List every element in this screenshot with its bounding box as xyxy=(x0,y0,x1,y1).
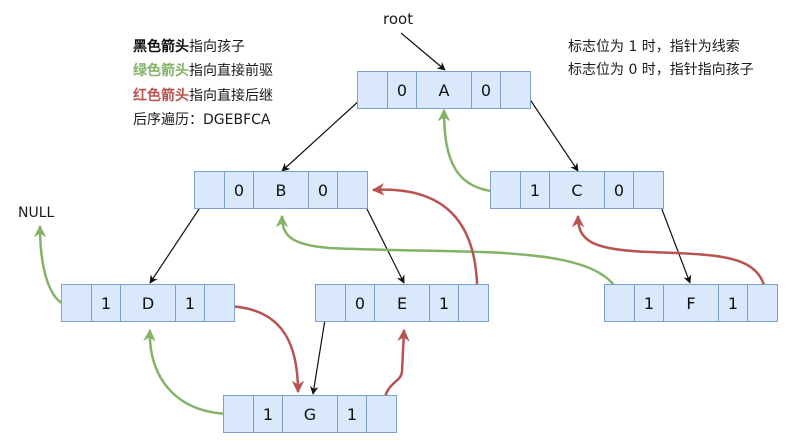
data-cell: F xyxy=(663,284,719,322)
node-E[interactable]: 0 E 1 xyxy=(315,284,489,322)
lchild-cell xyxy=(315,284,346,322)
thread-G-pred-D xyxy=(143,328,234,416)
legend-black: 黑色箭头指向孩子 xyxy=(133,38,245,56)
ltag-cell: 0 xyxy=(386,71,418,109)
root-label: root xyxy=(383,10,414,28)
node-F[interactable]: 1 F 1 xyxy=(604,284,778,322)
lchild-cell xyxy=(194,171,225,209)
postorder-text: 后序遍历：DGEBFCA xyxy=(133,112,271,128)
legend-green-key: 绿色箭头 xyxy=(133,63,189,79)
legend-red-desc: 指向直接后继 xyxy=(189,88,273,104)
rtag-cell: 0 xyxy=(307,171,339,209)
rtag-cell: 1 xyxy=(428,284,460,322)
ltag-cell: 0 xyxy=(344,284,376,322)
node-D[interactable]: 1 D 1 xyxy=(61,284,235,322)
ltag-cell: 1 xyxy=(633,284,665,322)
ltag-cell: 1 xyxy=(90,284,122,322)
lchild-cell xyxy=(357,71,388,109)
rchild-cell xyxy=(204,284,235,322)
node-C[interactable]: 1 C 0 xyxy=(490,171,664,209)
rchild-cell xyxy=(366,395,397,433)
rchild-cell xyxy=(500,71,531,109)
rchild-cell xyxy=(458,284,489,322)
rtag-cell: 1 xyxy=(336,395,368,433)
node-G[interactable]: 1 G 1 xyxy=(223,395,397,433)
data-cell: E xyxy=(374,284,430,322)
thread-C-pred-A xyxy=(437,108,506,194)
lchild-cell xyxy=(604,284,635,322)
data-cell: D xyxy=(120,284,176,322)
thread-D-succ-G xyxy=(222,304,305,394)
ltag-cell: 1 xyxy=(519,171,551,209)
rtag-cell: 1 xyxy=(174,284,206,322)
rtag-cell: 1 xyxy=(717,284,749,322)
legend-red-key: 红色箭头 xyxy=(133,88,189,104)
legend-green-desc: 指向直接前驱 xyxy=(189,63,273,79)
data-cell: G xyxy=(282,395,338,433)
rchild-cell xyxy=(337,171,368,209)
legend-green: 绿色箭头指向直接前驱 xyxy=(133,62,273,80)
data-cell: B xyxy=(253,171,309,209)
ltag-cell: 0 xyxy=(223,171,255,209)
thread-F-succ-C xyxy=(571,214,769,307)
legend-black-desc: 指向孩子 xyxy=(189,39,245,55)
edge-A-to-C xyxy=(522,88,579,172)
ltag-cell: 1 xyxy=(252,395,284,433)
rchild-cell xyxy=(633,171,664,209)
lchild-cell xyxy=(490,171,521,209)
node-B[interactable]: 0 B 0 xyxy=(194,171,368,209)
data-cell: A xyxy=(416,71,472,109)
note-tag-0: 标志位为 0 时，指针指向孩子 xyxy=(568,62,754,78)
thread-E-succ-B xyxy=(371,183,479,306)
rchild-cell xyxy=(747,284,778,322)
legend-black-key: 黑色箭头 xyxy=(133,39,189,55)
node-A[interactable]: 0 A 0 xyxy=(357,71,531,109)
lchild-cell xyxy=(61,284,92,322)
note-tag-1: 标志位为 1 时，指针为线索 xyxy=(568,39,740,55)
edge-root-to-A xyxy=(400,32,446,71)
legend-red: 红色箭头指向直接后继 xyxy=(133,87,273,105)
rtag-cell: 0 xyxy=(603,171,635,209)
thread-F-pred-B xyxy=(275,214,624,306)
null-label: NULL xyxy=(18,205,55,221)
rtag-cell: 0 xyxy=(470,71,502,109)
lchild-cell xyxy=(223,395,254,433)
data-cell: C xyxy=(549,171,605,209)
